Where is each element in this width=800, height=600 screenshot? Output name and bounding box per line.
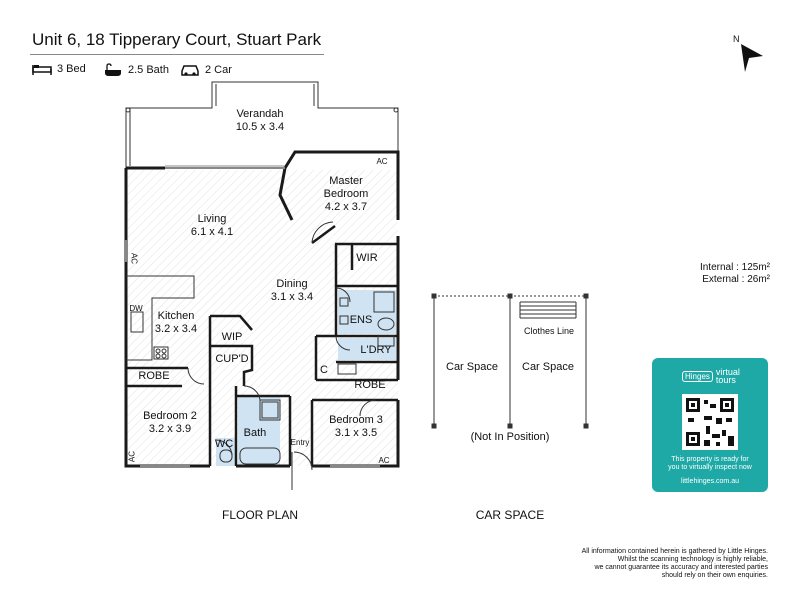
car-not-in-position: (Not In Position) bbox=[470, 431, 550, 443]
floor-plan-caption: FLOOR PLAN bbox=[221, 508, 299, 522]
bath-icon bbox=[105, 63, 121, 76]
label-robe-bed2: ROBE bbox=[138, 370, 170, 382]
bed3-name: Bedroom 3 bbox=[329, 414, 383, 426]
living-size: 6.1 x 4.1 bbox=[190, 226, 234, 238]
label-entry: Entry bbox=[290, 438, 310, 447]
brand-virtual-tours: virtual tours bbox=[715, 367, 740, 385]
car-icon bbox=[181, 65, 199, 76]
label-ac-bed2: AC bbox=[127, 450, 137, 463]
room-master-bedroom: Master Bedroom 4.2 x 3.7 bbox=[314, 175, 378, 214]
disclaimer-line-3: we cannot guarantee its accuracy and int… bbox=[594, 564, 768, 571]
tour-message: This property is ready for you to virtua… bbox=[652, 456, 768, 472]
label-robe-bed3: ROBE bbox=[354, 379, 386, 391]
room-bedroom-2: Bedroom 2 3.2 x 3.9 bbox=[136, 410, 204, 436]
label-wir: WIR bbox=[356, 252, 378, 264]
car-space-2: Car Space bbox=[522, 361, 574, 373]
qr-code-pattern bbox=[686, 398, 734, 446]
verandah-name: Verandah bbox=[236, 108, 284, 120]
master-name2: Bedroom bbox=[323, 188, 369, 200]
label-wc: WC bbox=[214, 438, 234, 450]
tour-brand: Hinges virtual tours bbox=[682, 367, 740, 385]
disclaimer-line-2: Whilst the scanning technology is highly… bbox=[617, 556, 768, 563]
label-wip: WIP bbox=[221, 331, 243, 343]
master-size: 4.2 x 3.7 bbox=[324, 201, 368, 213]
clothes-line-label: Clothes Line bbox=[523, 326, 575, 336]
label-cupboard: CUP'D bbox=[215, 353, 249, 365]
disclaimer-line-1: All information contained herein is gath… bbox=[581, 548, 768, 555]
brand-tours: tours bbox=[715, 375, 736, 385]
kitchen-size: 3.2 x 3.4 bbox=[154, 323, 198, 335]
feature-baths: 2.5 Bath bbox=[103, 63, 169, 77]
brand-virtual: virtual bbox=[715, 367, 740, 377]
beds-label: 3 Bed bbox=[57, 63, 86, 75]
room-bedroom-3: Bedroom 3 3.1 x 3.5 bbox=[322, 414, 390, 440]
label-ac-living: AC bbox=[129, 252, 139, 265]
cars-label: 2 Car bbox=[205, 64, 232, 76]
virtual-tour-card[interactable]: Hinges virtual tours This property is re… bbox=[652, 358, 768, 492]
kitchen-name: Kitchen bbox=[157, 310, 195, 322]
title-rule bbox=[30, 54, 324, 55]
disclaimer: All information contained herein is gath… bbox=[548, 548, 768, 580]
page-title: Unit 6, 18 Tipperary Court, Stuart Park bbox=[32, 30, 322, 49]
label-ac-master: AC bbox=[376, 157, 388, 166]
dining-size: 3.1 x 3.4 bbox=[270, 291, 314, 303]
bed2-size: 3.2 x 3.9 bbox=[148, 423, 192, 435]
label-ens: ENS bbox=[349, 314, 373, 326]
dining-name: Dining bbox=[276, 278, 308, 290]
bed3-size: 3.1 x 3.5 bbox=[334, 427, 378, 439]
living-name: Living bbox=[197, 213, 227, 225]
master-name: Master bbox=[329, 175, 363, 187]
room-dining: Dining 3.1 x 3.4 bbox=[262, 278, 322, 304]
external-area: External : 26m² bbox=[702, 274, 770, 285]
bed-icon bbox=[32, 65, 52, 75]
tour-line-2: you to virtually inspect now bbox=[668, 464, 752, 471]
room-kitchen: Kitchen 3.2 x 3.4 bbox=[142, 310, 210, 336]
internal-area: Internal : 125m² bbox=[699, 262, 770, 273]
compass-label: N bbox=[733, 34, 740, 44]
feature-beds: 3 Bed bbox=[32, 63, 86, 75]
label-bath: Bath bbox=[243, 427, 267, 439]
north-arrow-icon bbox=[741, 44, 763, 72]
room-living: Living 6.1 x 4.1 bbox=[180, 213, 244, 239]
tour-line-1: This property is ready for bbox=[671, 456, 749, 463]
qr-code-icon[interactable] bbox=[682, 394, 738, 450]
room-verandah: Verandah 10.5 x 3.4 bbox=[230, 108, 290, 134]
car-space-1: Car Space bbox=[446, 361, 498, 373]
car-space-caption: CAR SPACE bbox=[475, 508, 545, 522]
feature-cars: 2 Car bbox=[180, 63, 232, 77]
label-cupboard-c: C bbox=[320, 364, 328, 376]
label-laundry: L'DRY bbox=[360, 344, 392, 356]
disclaimer-line-4: should rely on their own enquiries. bbox=[661, 572, 768, 579]
verandah-size: 10.5 x 3.4 bbox=[235, 121, 285, 133]
brand-name: Hinges bbox=[682, 370, 713, 382]
tour-url[interactable]: littlehinges.com.au bbox=[681, 478, 739, 485]
label-dishwasher: DW bbox=[129, 304, 143, 313]
baths-label: 2.5 Bath bbox=[128, 64, 169, 76]
label-ac-bed3: AC bbox=[378, 456, 390, 465]
bed2-name: Bedroom 2 bbox=[143, 410, 197, 422]
